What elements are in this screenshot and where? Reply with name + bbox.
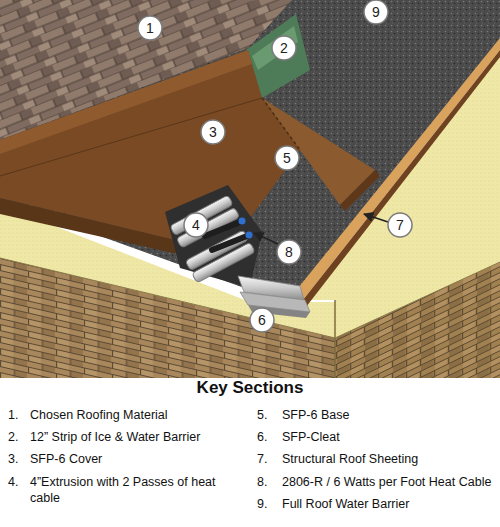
side-brick bbox=[335, 262, 500, 378]
key-text: Structural Roof Sheeting bbox=[282, 451, 500, 467]
callout-circle: 4 bbox=[183, 212, 209, 238]
callout-outline bbox=[250, 308, 274, 332]
cable-end bbox=[246, 232, 253, 239]
callout-circle: 6 bbox=[249, 307, 275, 333]
heat-cable bbox=[205, 222, 240, 236]
callout-number: 6 bbox=[249, 307, 275, 333]
key-text: 4”Extrusion with 2 Passes of heat cable bbox=[30, 474, 230, 506]
callout-number: 5 bbox=[274, 145, 300, 171]
list-number: 9. bbox=[257, 496, 279, 512]
key-text: Chosen Roofing Material bbox=[30, 407, 230, 423]
callout-number: 1 bbox=[137, 15, 163, 41]
key-text: SFP-Cleat bbox=[282, 429, 500, 445]
cover-seam bbox=[262, 98, 300, 150]
list-number: 4. bbox=[8, 474, 28, 490]
callout-circle: 3 bbox=[200, 119, 226, 145]
list-number: 3. bbox=[8, 451, 28, 467]
callout-number: 3 bbox=[200, 119, 226, 145]
callout-circle: 9 bbox=[363, 0, 389, 25]
leader-line bbox=[364, 214, 388, 222]
wall-corner bbox=[334, 300, 336, 378]
channel-cutaway bbox=[165, 185, 262, 288]
callout-circle: 7 bbox=[387, 212, 413, 238]
callout-circle: 2 bbox=[271, 35, 297, 61]
list-number: 6. bbox=[257, 429, 279, 445]
diagram-title: Key Sections bbox=[0, 378, 500, 398]
key-text: SFP-6 Base bbox=[282, 407, 500, 423]
key-text: 2806-R / 6 Watts per Foot Heat Cable bbox=[282, 474, 500, 490]
callout-outline bbox=[275, 146, 299, 170]
callout-outline bbox=[277, 240, 301, 264]
callout-outline bbox=[138, 16, 162, 40]
callout-outline bbox=[388, 213, 412, 237]
list-number: 7. bbox=[257, 451, 279, 467]
callout-outline bbox=[201, 120, 225, 144]
callout-circle: 1 bbox=[137, 15, 163, 41]
callout-number: 9 bbox=[363, 0, 389, 25]
extrusion bbox=[185, 230, 255, 283]
callout-circle: 8 bbox=[276, 239, 302, 265]
callout-outline bbox=[184, 213, 208, 237]
callout-outline bbox=[364, 0, 388, 24]
key-text: 12” Strip of Ice & Water Barrier bbox=[30, 429, 230, 445]
callout-number: 8 bbox=[276, 239, 302, 265]
wall-joint bbox=[335, 262, 500, 338]
list-number: 2. bbox=[8, 429, 28, 445]
leader-line bbox=[254, 233, 278, 244]
heat-cable bbox=[212, 236, 247, 250]
callout-circle: 5 bbox=[274, 145, 300, 171]
callout-number: 2 bbox=[271, 35, 297, 61]
cable-end bbox=[239, 218, 246, 225]
callout-number: 7 bbox=[387, 212, 413, 238]
cover-crease bbox=[0, 98, 262, 176]
ice-barrier-shade bbox=[252, 26, 298, 70]
list-number: 5. bbox=[257, 407, 279, 423]
callout-number: 4 bbox=[183, 212, 209, 238]
list-number: 8. bbox=[257, 474, 279, 490]
key-text: Full Roof Water Barrier bbox=[282, 496, 500, 512]
callout-outline bbox=[272, 36, 296, 60]
key-text: SFP-6 Cover bbox=[30, 451, 230, 467]
list-number: 1. bbox=[8, 407, 28, 423]
sfp-base-edge bbox=[340, 170, 380, 211]
